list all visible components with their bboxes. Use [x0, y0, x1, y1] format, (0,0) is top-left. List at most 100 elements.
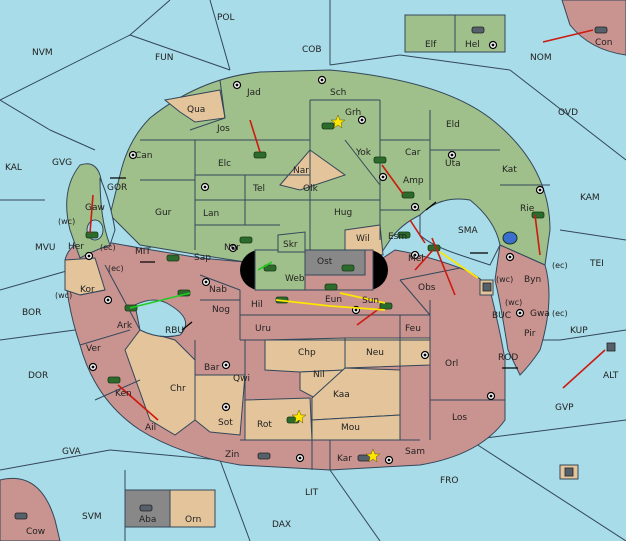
svg-text:POL: POL: [217, 13, 235, 23]
svg-text:GVA: GVA: [62, 447, 82, 457]
svg-text:Sot: Sot: [218, 418, 233, 428]
svg-text:Cow: Cow: [26, 527, 45, 537]
svg-text:LIT: LIT: [305, 488, 319, 498]
svg-text:GOR: GOR: [107, 183, 127, 193]
sea-labels: POL NVM FUN COB NOM OVD KAL GVG GOR MVU …: [5, 13, 619, 530]
svg-text:Nor: Nor: [224, 243, 240, 253]
red-region-labels: Kor Ark Nab Nog Hil Eun Sun Mel Obs Byn …: [26, 38, 613, 537]
svg-text:Tel: Tel: [252, 184, 265, 194]
svg-text:Gur: Gur: [155, 208, 172, 218]
svg-text:Yok: Yok: [355, 148, 372, 158]
svg-text:Chr: Chr: [170, 384, 186, 394]
svg-text:BOR: BOR: [22, 308, 41, 318]
svg-text:Eld: Eld: [446, 120, 460, 130]
svg-text:Nar: Nar: [293, 166, 309, 176]
order-arrows: [89, 29, 606, 421]
svg-text:FRO: FRO: [440, 476, 459, 486]
region-orn[interactable]: [169, 489, 216, 528]
svg-text:Uru: Uru: [255, 324, 271, 334]
svg-text:KUP: KUP: [570, 326, 588, 336]
svg-text:(ec): (ec): [552, 261, 568, 270]
region-neu[interactable]: [344, 337, 431, 369]
svg-text:TEI: TEI: [589, 259, 604, 269]
svg-text:Elc: Elc: [218, 159, 231, 169]
region-cow[interactable]: [0, 477, 61, 541]
svg-text:Hil: Hil: [251, 300, 263, 310]
svg-text:Kaa: Kaa: [333, 390, 350, 400]
svg-text:DAX: DAX: [272, 520, 291, 530]
svg-text:GVG: GVG: [52, 158, 72, 168]
svg-text:Obs: Obs: [418, 283, 436, 293]
svg-text:Mel: Mel: [408, 254, 424, 264]
svg-text:NOM: NOM: [530, 53, 552, 63]
region-elf[interactable]: [404, 14, 456, 53]
svg-text:MIT: MIT: [135, 247, 151, 257]
green-region-labels: Jad Sch Grh Jos Qua Eld Can Elc Tel Nar …: [68, 40, 535, 284]
svg-text:Hel: Hel: [465, 40, 480, 50]
svg-text:Web: Web: [285, 274, 305, 284]
svg-text:(wc): (wc): [58, 217, 75, 226]
svg-text:Rot: Rot: [257, 420, 272, 430]
svg-text:(wc): (wc): [505, 298, 522, 307]
svg-text:FUN: FUN: [155, 53, 174, 63]
svg-text:SVM: SVM: [82, 512, 102, 522]
svg-text:Ver: Ver: [86, 344, 101, 354]
svg-text:Elf: Elf: [425, 40, 437, 50]
supply-centers: [84, 40, 545, 465]
svg-text:Feu: Feu: [405, 324, 421, 334]
svg-text:Skr: Skr: [283, 240, 298, 250]
svg-text:Zin: Zin: [225, 450, 239, 460]
sea-sma-lake: [419, 198, 501, 266]
region-hel[interactable]: [454, 14, 506, 53]
svg-text:Sun: Sun: [362, 296, 379, 306]
svg-text:(ec): (ec): [108, 264, 124, 273]
svg-text:NVM: NVM: [32, 48, 53, 58]
svg-text:Mou: Mou: [341, 423, 360, 433]
region-nar[interactable]: [279, 149, 347, 191]
svg-text:SMA: SMA: [458, 226, 478, 236]
svg-text:KAM: KAM: [580, 193, 600, 203]
svg-text:Esm: Esm: [388, 232, 407, 242]
svg-text:Gaw: Gaw: [85, 203, 105, 213]
svg-text:GVP: GVP: [555, 403, 574, 413]
svg-text:Ail: Ail: [145, 423, 156, 433]
svg-text:Con: Con: [595, 38, 613, 48]
region-wil[interactable]: [344, 224, 384, 256]
coast-tags: (wc) (ec) (ec) (wc) (wc) (ec) (ec) (wc): [55, 217, 568, 318]
svg-text:Orn: Orn: [185, 515, 201, 525]
svg-text:MVU: MVU: [35, 243, 56, 253]
svg-text:Nab: Nab: [209, 285, 227, 295]
svg-text:(wc): (wc): [496, 275, 513, 284]
svg-text:Kat: Kat: [502, 165, 517, 175]
svg-text:DOR: DOR: [28, 371, 48, 381]
region-ost-2[interactable]: [304, 249, 366, 276]
svg-text:Qwi: Qwi: [233, 374, 250, 384]
svg-text:Jos: Jos: [216, 124, 230, 134]
region-qua[interactable]: [163, 89, 226, 123]
region-con[interactable]: [561, 0, 626, 56]
sea-gor-channel: [99, 177, 116, 247]
svg-text:Rie: Rie: [520, 204, 535, 214]
svg-text:Eun: Eun: [325, 295, 342, 305]
svg-text:Her: Her: [68, 242, 84, 252]
svg-text:Los: Los: [452, 413, 467, 423]
svg-text:Pir: Pir: [524, 329, 536, 339]
svg-text:Wil: Wil: [356, 234, 370, 244]
region-web[interactable]: [254, 249, 306, 291]
svg-text:OVD: OVD: [558, 108, 578, 118]
svg-text:Sch: Sch: [330, 88, 346, 98]
svg-text:Kar: Kar: [337, 454, 352, 464]
svg-text:Byn: Byn: [524, 275, 541, 285]
svg-text:Ark: Ark: [117, 321, 133, 331]
svg-text:KAL: KAL: [5, 163, 22, 173]
svg-text:Aba: Aba: [139, 515, 156, 525]
svg-text:RBU: RBU: [165, 326, 184, 336]
svg-text:Orl: Orl: [445, 359, 458, 369]
svg-text:Olk: Olk: [303, 184, 319, 194]
svg-text:Sam: Sam: [405, 447, 425, 457]
svg-text:Lan: Lan: [203, 209, 219, 219]
svg-text:Jad: Jad: [246, 88, 261, 98]
svg-text:Chp: Chp: [298, 348, 316, 358]
